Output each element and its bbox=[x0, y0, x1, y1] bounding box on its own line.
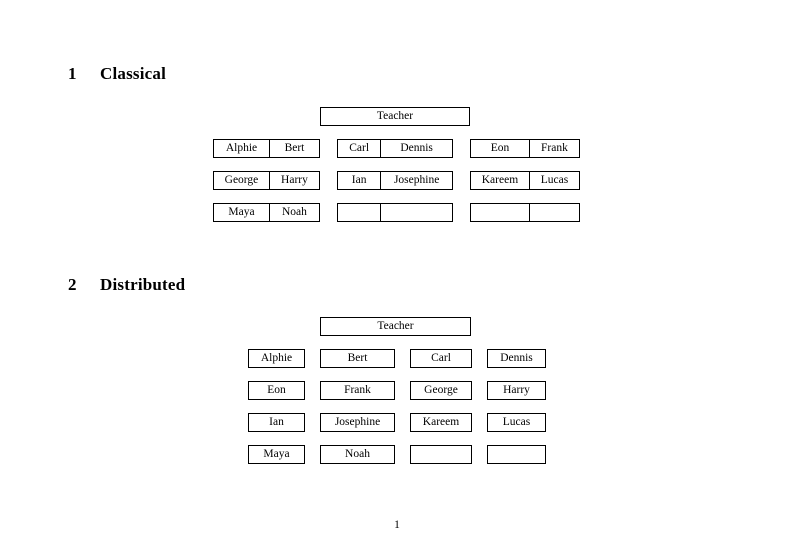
section-title: Distributed bbox=[100, 275, 186, 294]
student-group-row: Eon Frank bbox=[470, 139, 580, 158]
student-group-row: Maya Noah bbox=[213, 203, 320, 222]
student-box: Ian bbox=[248, 413, 305, 432]
student-box: Josephine bbox=[320, 413, 395, 432]
student-cell: Lucas bbox=[528, 172, 579, 189]
student-group-row: Carl Dennis bbox=[337, 139, 453, 158]
student-box: Bert bbox=[320, 349, 395, 368]
section-number: 1 bbox=[68, 64, 77, 83]
section-heading-classical: 1 Classical bbox=[68, 64, 166, 84]
student-box: Harry bbox=[487, 381, 546, 400]
student-group-row: Kareem Lucas bbox=[470, 171, 580, 190]
teacher-box-distributed: Teacher bbox=[320, 317, 471, 336]
page-number: 1 bbox=[394, 519, 400, 531]
student-box: Kareem bbox=[410, 413, 472, 432]
student-box: Maya bbox=[248, 445, 305, 464]
student-box: George bbox=[410, 381, 472, 400]
student-cell-empty bbox=[338, 204, 380, 221]
student-cell-empty bbox=[380, 204, 452, 221]
student-cell-empty bbox=[471, 204, 529, 221]
student-group-row bbox=[470, 203, 580, 222]
student-cell: Kareem bbox=[481, 174, 519, 186]
student-cell: Josephine bbox=[380, 172, 452, 189]
student-box: Frank bbox=[320, 381, 395, 400]
student-box-empty bbox=[487, 445, 546, 464]
student-box: Alphie bbox=[248, 349, 305, 368]
student-box-empty bbox=[410, 445, 472, 464]
student-box: Eon bbox=[248, 381, 305, 400]
student-cell: Eon bbox=[490, 142, 510, 154]
student-group-row bbox=[337, 203, 453, 222]
student-cell-empty bbox=[528, 204, 579, 221]
student-box: Carl bbox=[410, 349, 472, 368]
student-box: Dennis bbox=[487, 349, 546, 368]
student-cell: Harry bbox=[268, 172, 319, 189]
student-group-row: Alphie Bert bbox=[213, 139, 320, 158]
student-cell: Carl bbox=[349, 142, 370, 154]
student-group-row: George Harry bbox=[213, 171, 320, 190]
student-box: Lucas bbox=[487, 413, 546, 432]
student-cell: Alphie bbox=[225, 142, 258, 154]
student-group-row: Ian Josephine bbox=[337, 171, 453, 190]
student-cell: George bbox=[224, 174, 259, 186]
student-cell: Frank bbox=[528, 140, 579, 157]
student-cell: Maya bbox=[228, 206, 255, 218]
student-cell: Dennis bbox=[380, 140, 452, 157]
student-cell: Bert bbox=[268, 140, 319, 157]
section-heading-distributed: 2 Distributed bbox=[68, 275, 185, 295]
student-cell: Noah bbox=[268, 204, 319, 221]
teacher-box-classical: Teacher bbox=[320, 107, 470, 126]
student-cell: Ian bbox=[351, 174, 367, 186]
student-box: Noah bbox=[320, 445, 395, 464]
section-title: Classical bbox=[100, 64, 167, 83]
section-number: 2 bbox=[68, 275, 77, 294]
